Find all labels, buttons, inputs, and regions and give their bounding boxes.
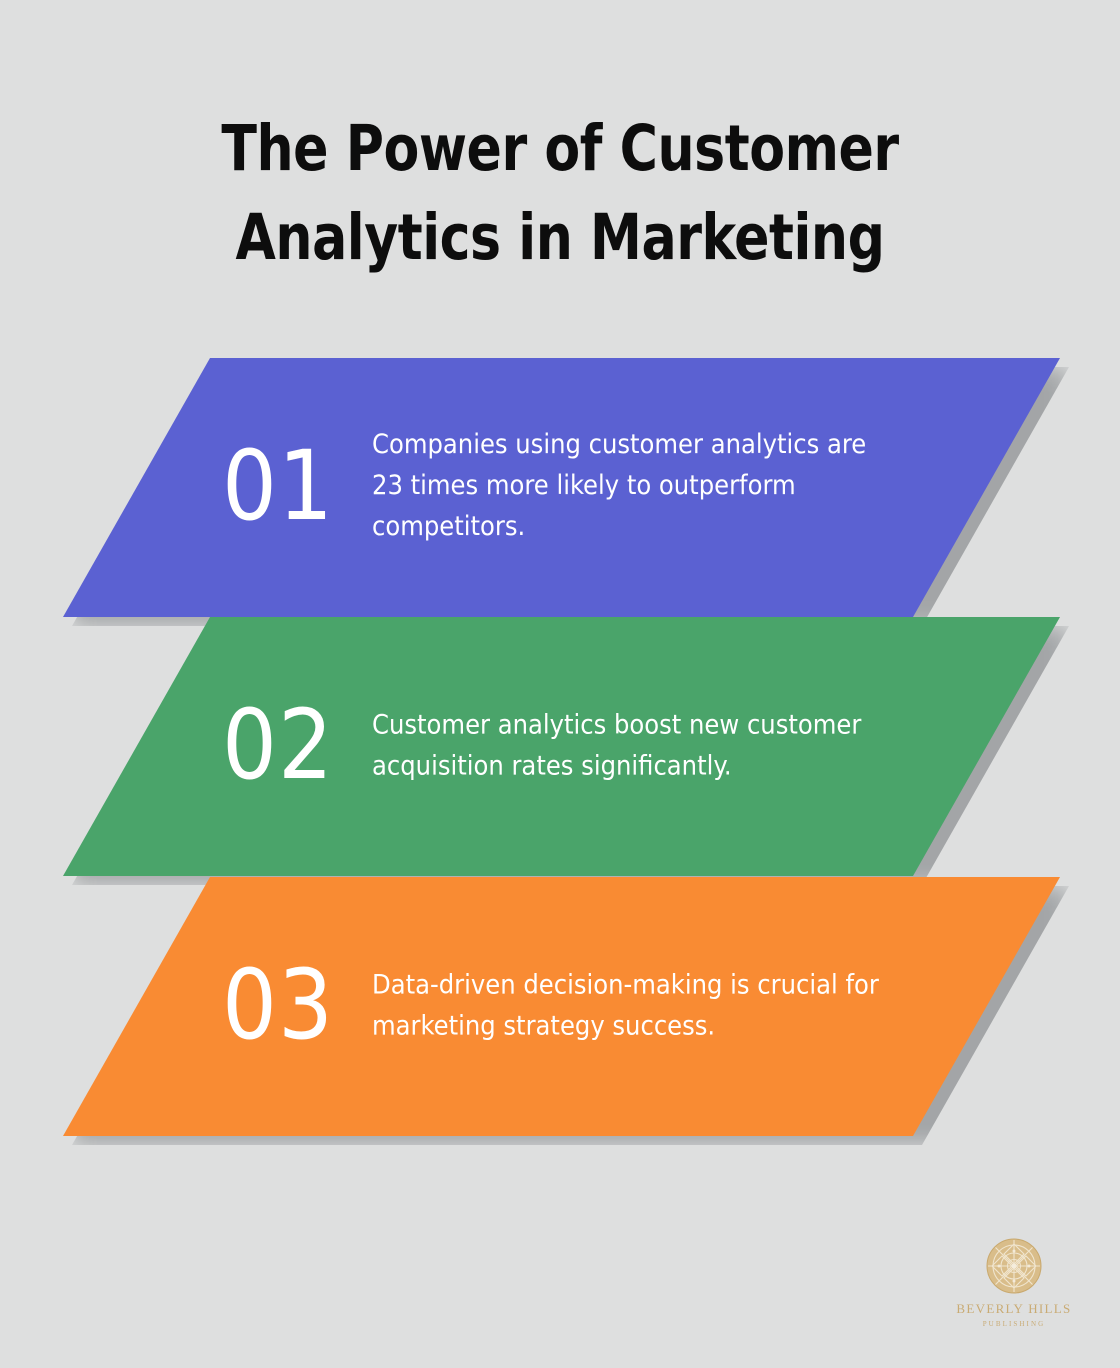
band-description: Companies using customer analytics are 2…	[372, 428, 867, 542]
page-title-line-2: Analytics in Marketing	[235, 201, 885, 274]
stat-band-03: 03 Data-driven decision-making is crucia…	[0, 877, 1120, 1145]
band-parallelogram	[63, 358, 1060, 617]
band-parallelogram	[63, 877, 1060, 1136]
band-content: 02 Customer analytics boost new customer…	[0, 617, 1120, 876]
page-title: The Power of Customer Analytics in Marke…	[0, 104, 1120, 282]
brand-subtitle: PUBLISHING	[982, 1320, 1046, 1328]
band-number: 03	[222, 948, 334, 1061]
stat-band-01: 01 Companies using customer analytics ar…	[0, 358, 1120, 626]
brand-logo: BEVERLY HILLS PUBLISHING	[955, 1238, 1073, 1330]
brand-name: BEVERLY HILLS	[956, 1301, 1072, 1316]
band-content: 01 Companies using customer analytics ar…	[0, 358, 1120, 617]
band-content: 03 Data-driven decision-making is crucia…	[0, 877, 1120, 1136]
page-title-line-1: The Power of Customer	[221, 112, 899, 185]
band-number: 01	[222, 429, 334, 542]
stat-band-list: 01 Companies using customer analytics ar…	[0, 358, 1120, 1148]
band-parallelogram	[63, 617, 1060, 876]
stat-band-02: 02 Customer analytics boost new customer…	[0, 617, 1120, 885]
band-description: Data-driven decision-making is crucial f…	[372, 968, 879, 1041]
band-number: 02	[222, 688, 334, 801]
band-description: Customer analytics boost new customer ac…	[372, 708, 862, 781]
medallion-icon	[986, 1238, 1042, 1294]
